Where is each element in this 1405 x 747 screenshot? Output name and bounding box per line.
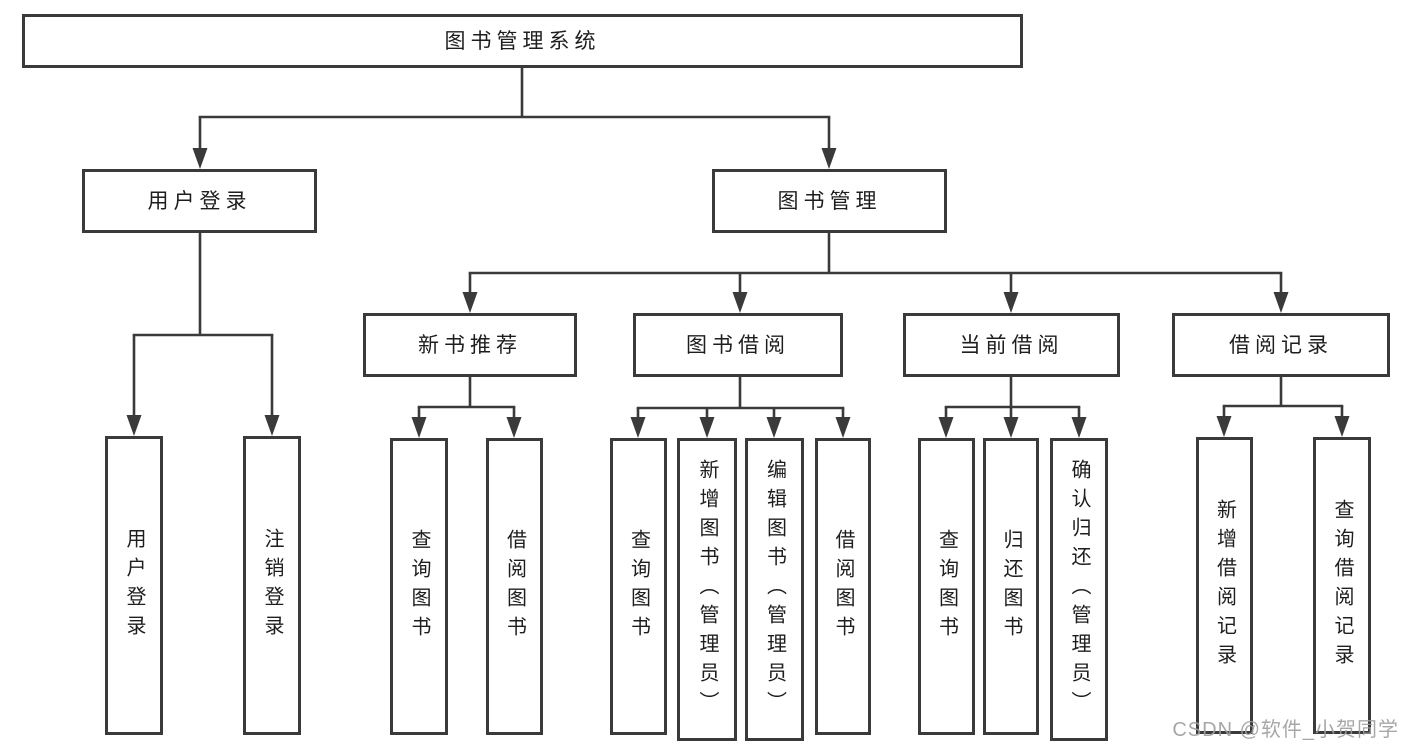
- arrowhead-down-icon: [1334, 416, 1350, 437]
- node-leaf-borrow-books-recommend-label: 借阅图书: [503, 528, 526, 645]
- node-leaf-borrow-books-label: 借阅图书: [832, 528, 854, 645]
- node-leaf-edit-books-admin-label: 编辑图书（管理员）: [763, 459, 786, 720]
- node-leaf-add-books-admin: 新增图书（管理员）: [677, 438, 737, 741]
- arrowhead-down-icon: [126, 415, 142, 436]
- node-leaf-query-books-recommend-label: 查询图书: [408, 528, 430, 645]
- arrowhead-down-icon: [192, 148, 208, 169]
- node-user-login-label: 用户登录: [147, 189, 252, 213]
- arrowhead-down-icon: [821, 148, 837, 169]
- node-leaf-query-books-borrowing: 查询图书: [610, 438, 667, 735]
- node-leaf-return-books-label: 归还图书: [1000, 528, 1022, 645]
- node-leaf-user-login: 用户登录: [105, 436, 163, 735]
- node-leaf-add-borrow-record-label: 新增借阅记录: [1213, 498, 1236, 673]
- arrowhead-down-icon: [411, 417, 427, 438]
- arrowhead-down-icon: [264, 415, 280, 436]
- watermark-text: CSDN @软件_小贺同学: [1172, 719, 1399, 741]
- arrowhead-down-icon: [1273, 292, 1289, 313]
- node-leaf-query-books-current: 查询图书: [918, 438, 975, 735]
- node-current-borrowing: 当前借阅: [903, 313, 1120, 377]
- node-leaf-query-books-borrowing-label: 查询图书: [627, 528, 650, 645]
- node-leaf-query-borrow-record: 查询借阅记录: [1313, 437, 1371, 734]
- node-system-root-label: 图书管理系统: [444, 29, 601, 53]
- arrowhead-down-icon: [630, 417, 646, 438]
- arrowhead-down-icon: [699, 417, 715, 438]
- node-leaf-add-books-admin-label: 新增图书（管理员）: [696, 459, 718, 720]
- node-leaf-confirm-return-admin: 确认归还（管理员）: [1050, 438, 1108, 741]
- node-leaf-user-login-label: 用户登录: [123, 527, 145, 644]
- node-leaf-query-borrow-record-label: 查询借阅记录: [1331, 498, 1353, 673]
- arrowhead-down-icon: [732, 292, 748, 313]
- node-current-borrowing-label: 当前借阅: [959, 333, 1064, 357]
- node-book-borrowing-label: 图书借阅: [686, 333, 790, 357]
- arrowhead-down-icon: [938, 417, 954, 438]
- arrowhead-down-icon: [1216, 416, 1232, 437]
- node-leaf-add-borrow-record: 新增借阅记录: [1196, 437, 1253, 734]
- arrowhead-down-icon: [506, 417, 522, 438]
- node-leaf-edit-books-admin: 编辑图书（管理员）: [745, 438, 804, 741]
- arrowhead-down-icon: [1003, 292, 1019, 313]
- node-leaf-borrow-books: 借阅图书: [815, 438, 871, 735]
- node-leaf-return-books: 归还图书: [983, 438, 1039, 735]
- arrowhead-down-icon: [1071, 417, 1087, 438]
- node-book-management-label: 图书管理: [777, 189, 882, 213]
- arrowhead-down-icon: [1003, 417, 1019, 438]
- node-new-book-recommend: 新书推荐: [363, 313, 577, 377]
- arrowhead-down-icon: [835, 417, 851, 438]
- node-user-login: 用户登录: [82, 169, 317, 233]
- node-leaf-borrow-books-recommend: 借阅图书: [486, 438, 543, 735]
- node-leaf-logout: 注销登录: [243, 436, 301, 735]
- node-book-borrowing: 图书借阅: [633, 313, 843, 377]
- node-leaf-query-books-recommend: 查询图书: [390, 438, 448, 735]
- node-leaf-logout-label: 注销登录: [261, 527, 283, 644]
- node-borrowing-records-label: 借阅记录: [1229, 333, 1333, 357]
- node-leaf-confirm-return-admin-label: 确认归还（管理员）: [1068, 459, 1090, 720]
- node-book-management: 图书管理: [712, 169, 947, 233]
- node-system-root: 图书管理系统: [22, 14, 1023, 68]
- node-new-book-recommend-label: 新书推荐: [418, 333, 522, 357]
- arrowhead-down-icon: [766, 417, 782, 438]
- arrowhead-down-icon: [462, 292, 478, 313]
- node-leaf-query-books-current-label: 查询图书: [935, 528, 958, 645]
- node-borrowing-records: 借阅记录: [1172, 313, 1390, 377]
